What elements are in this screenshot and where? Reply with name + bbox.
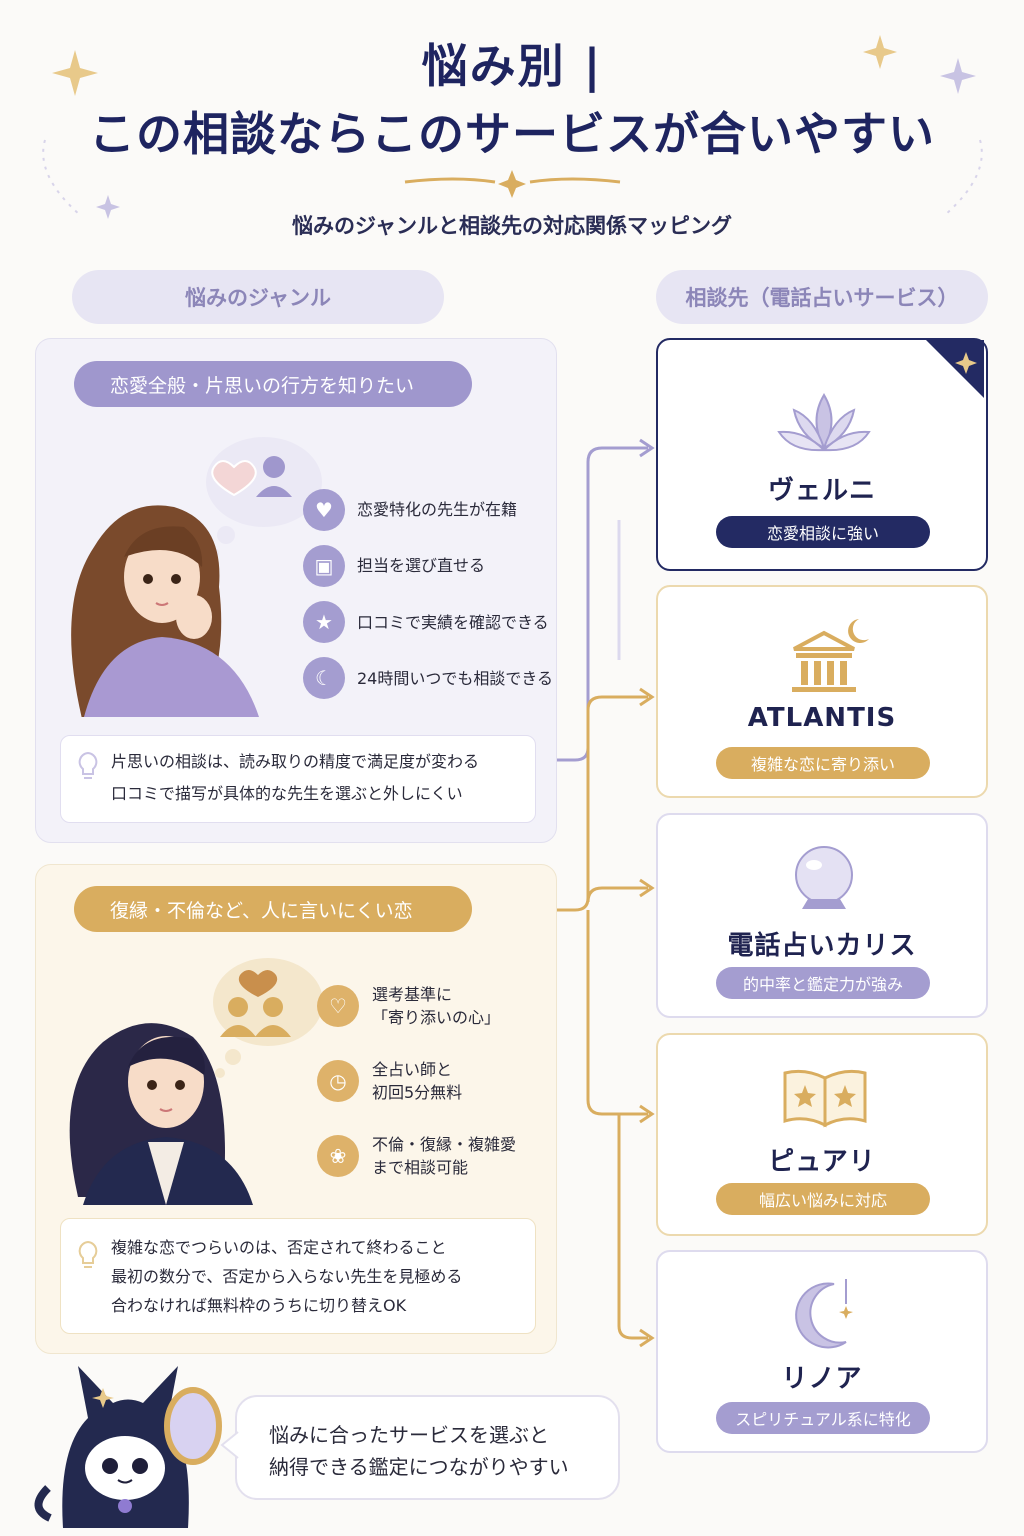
service-name: リノア	[781, 1364, 863, 1394]
service-name: ATLANTIS	[747, 703, 897, 733]
service-badge: 恋愛相談に強い	[716, 516, 930, 548]
page-title-line1: 悩み別 |	[421, 39, 603, 93]
person-icon	[263, 456, 285, 478]
service-card-karis[interactable]: 電話占いカリス 的中率と鑑定力が強み	[656, 813, 988, 1018]
sparkle-icon	[96, 195, 120, 219]
service-name: 電話占いカリス	[727, 931, 917, 961]
star-icon: ★	[303, 601, 345, 643]
sparkle-icon	[52, 50, 98, 96]
feature-text: 不倫・復縁・複雑愛 まで相談可能	[372, 1133, 516, 1179]
service-card-puari[interactable]: ピュアリ 幅広い悩みに対応	[656, 1033, 988, 1236]
genre-title: 恋愛全般・片思いの行方を知りたい	[74, 361, 472, 407]
woman-illustration	[69, 958, 323, 1205]
service-card-verni[interactable]: ヴェルニ 恋愛相談に強い	[656, 338, 988, 571]
column-header-genres: 悩みのジャンル	[72, 270, 444, 324]
feature-line: まで相談可能	[372, 1158, 469, 1177]
feature-line: 「寄り添いの心」	[372, 1008, 501, 1027]
lotus-icon	[777, 393, 871, 452]
service-name: ピュアリ	[768, 1147, 876, 1177]
feature-text: 24時間いつでも相談できる	[357, 669, 554, 688]
service-badge: スピリチュアル系に特化	[716, 1402, 930, 1434]
genre-panel-complex-love: 復縁・不倫など、人に言いにくい恋 ♡ 選考基準に 「寄り添いの心」 ◷ 全占い師…	[35, 864, 557, 1354]
temple-icon	[792, 619, 869, 692]
tip-line: 片思いの相談は、読み取りの精度で満足度が変わる	[111, 752, 480, 771]
tip-note: 複雑な恋でつらいのは、否定されて終わること 最初の数分で、否定から入らない先生を…	[60, 1218, 536, 1334]
feature-line: 不倫・復縁・複雑愛	[372, 1135, 517, 1154]
woman-illustration	[71, 437, 322, 717]
speech-bubble: 悩みに合ったサービスを選ぶと 納得できる鑑定につながりやすい	[235, 1395, 620, 1500]
tip-line: 最初の数分で、否定から入らない先生を見極める	[111, 1267, 463, 1286]
book-icon	[783, 1069, 867, 1128]
column-header-services: 相談先（電話占いサービス）	[656, 270, 988, 324]
feature-text: 口コミで実績を確認できる	[357, 613, 549, 632]
tip-line: 複雑な恋でつらいのは、否定されて終わること	[111, 1238, 447, 1257]
crescent-moon-icon	[795, 1279, 853, 1349]
service-card-atlantis[interactable]: ATLANTIS 複雑な恋に寄り添い	[656, 585, 988, 798]
feature-line: 全占い師と	[372, 1060, 453, 1079]
service-badge: 幅広い悩みに対応	[716, 1183, 930, 1215]
heart-icon: ♥	[303, 489, 345, 531]
divider-ornament	[404, 177, 621, 184]
sparkle-icon	[863, 35, 897, 69]
header-decoration	[42, 35, 983, 219]
page-title-line2: この相談ならこのサービスが合いやすい	[89, 107, 935, 161]
bubble-line: 納得できる鑑定につながりやすい	[269, 1455, 569, 1479]
tip-note: 片思いの相談は、読み取りの精度で満足度が変わる 口コミで描写が具体的な先生を選ぶ…	[60, 735, 536, 823]
tip-line: 口コミで描写が具体的な先生を選ぶと外しにくい	[111, 784, 463, 803]
service-badge: 複雑な恋に寄り添い	[716, 747, 930, 779]
page-subtitle: 悩みのジャンルと相談先の対応関係マッピング	[292, 214, 732, 238]
feature-line: 初回5分無料	[372, 1083, 463, 1102]
feature-text: 担当を選び直せる	[357, 556, 486, 575]
sparkle-icon	[940, 58, 976, 94]
feature-text: 恋愛特化の先生が在籍	[357, 500, 518, 519]
wizard-cat-mascot	[34, 1366, 222, 1528]
crystal-ball-icon	[795, 846, 853, 909]
service-badge: 的中率と鑑定力が強み	[716, 967, 930, 999]
genre-panel-love: 恋愛全般・片思いの行方を知りたい ♥ 恋愛特化の先生が在籍 ▣ 担当を選び直せる…	[35, 338, 557, 843]
corner-star-icon	[926, 340, 984, 398]
genre-title: 復縁・不倫など、人に言いにくい恋	[74, 886, 472, 932]
bubble-line: 悩みに合ったサービスを選ぶと	[269, 1423, 549, 1447]
chat-icon: ▣	[303, 545, 345, 587]
lightbulb-icon	[78, 751, 98, 779]
service-name: ヴェルニ	[767, 476, 876, 506]
lotus-icon: ❀	[317, 1135, 359, 1177]
service-card-rinoa[interactable]: リノア スピリチュアル系に特化	[656, 1250, 988, 1453]
feature-text: 選考基準に 「寄り添いの心」	[372, 983, 500, 1029]
feature-line: 選考基準に	[372, 985, 453, 1004]
bubble-tail	[220, 1431, 239, 1459]
moon-icon: ☾	[303, 657, 345, 699]
heart-icon	[211, 460, 257, 497]
clock-icon: ◷	[317, 1060, 359, 1102]
feature-text: 全占い師と 初回5分無料	[372, 1058, 462, 1104]
lightbulb-icon	[78, 1240, 98, 1268]
tip-line: 合わなければ無料枠のうちに切り替えOK	[111, 1296, 407, 1315]
hand-heart-icon: ♡	[317, 985, 359, 1027]
broken-heart-icon	[238, 970, 278, 997]
